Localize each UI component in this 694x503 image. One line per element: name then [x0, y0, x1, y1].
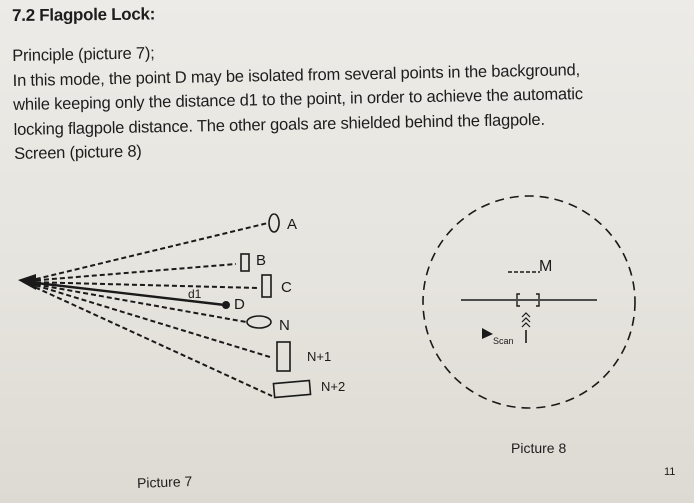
label-m: M	[539, 258, 552, 275]
picture8-labels: M Scan	[493, 258, 552, 346]
target-b	[240, 253, 250, 272]
target-c	[261, 274, 272, 298]
flag-icon	[482, 328, 493, 339]
ray-n1	[27, 282, 271, 358]
point-d	[222, 301, 230, 309]
label-d: D	[234, 296, 245, 313]
picture7-caption: Picture 7	[136, 473, 193, 491]
label-c: C	[281, 279, 292, 296]
ray-n	[27, 282, 247, 323]
picture8-diagram	[422, 195, 636, 409]
target-n	[246, 315, 272, 329]
label-n: N	[279, 317, 290, 334]
label-n1: N+1	[307, 349, 331, 364]
ray-b	[27, 263, 237, 282]
ray-a	[27, 222, 269, 282]
center-bracket	[516, 293, 540, 307]
label-b: B	[256, 252, 266, 269]
picture8-caption: Picture 8	[511, 440, 567, 456]
chevron-up-icon	[521, 312, 531, 328]
picture7-labels: A B C d1 D N N+1 N+2	[188, 216, 345, 394]
picture7-diagram	[18, 213, 312, 399]
scope-circle	[422, 195, 636, 409]
page-number: 11	[664, 466, 676, 478]
label-scan: Scan	[493, 336, 514, 346]
ray-n2	[27, 283, 273, 397]
label-d1: d1	[188, 287, 202, 301]
label-a: A	[287, 216, 297, 233]
ray-c	[27, 281, 259, 289]
label-n2: N+2	[321, 379, 345, 394]
ray-d	[27, 280, 226, 307]
target-n2	[272, 379, 312, 399]
target-a	[268, 213, 280, 233]
target-n1	[276, 341, 291, 372]
